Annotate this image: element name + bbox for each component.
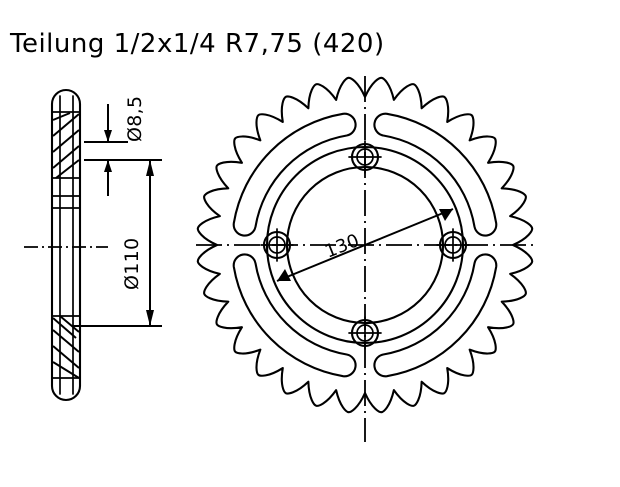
bolt-circle-dimension-label: Ø110 <box>121 238 143 290</box>
dimension-bolt-circle: Ø110 <box>72 159 162 327</box>
side-view-outline <box>50 89 82 401</box>
sprocket-slot-3 <box>232 253 357 378</box>
drawing-title: Teilung 1/2x1/4 R7,75 (420) <box>9 29 385 59</box>
diameter-130-arrow-upper <box>439 209 453 221</box>
sprocket-slot-2 <box>373 253 498 378</box>
diameter-130-line <box>276 208 454 282</box>
side-view-top-hatching <box>52 112 80 179</box>
sprocket-slot-1 <box>373 112 498 237</box>
side-view-bottom-hatching <box>52 315 80 379</box>
sprocket-slot-4 <box>232 112 357 237</box>
bore-dimension-label: Ø8,5 <box>124 96 146 142</box>
sprocket-slot-group <box>232 112 498 378</box>
bolt-circle-arrow-bottom <box>146 310 154 326</box>
diameter-130-arrow-lower <box>277 269 291 281</box>
bolt-circle-arrow-top <box>146 160 154 176</box>
bore-arrow-top <box>104 130 112 142</box>
side-section-view <box>24 89 108 401</box>
bore-arrow-bottom <box>104 160 112 172</box>
